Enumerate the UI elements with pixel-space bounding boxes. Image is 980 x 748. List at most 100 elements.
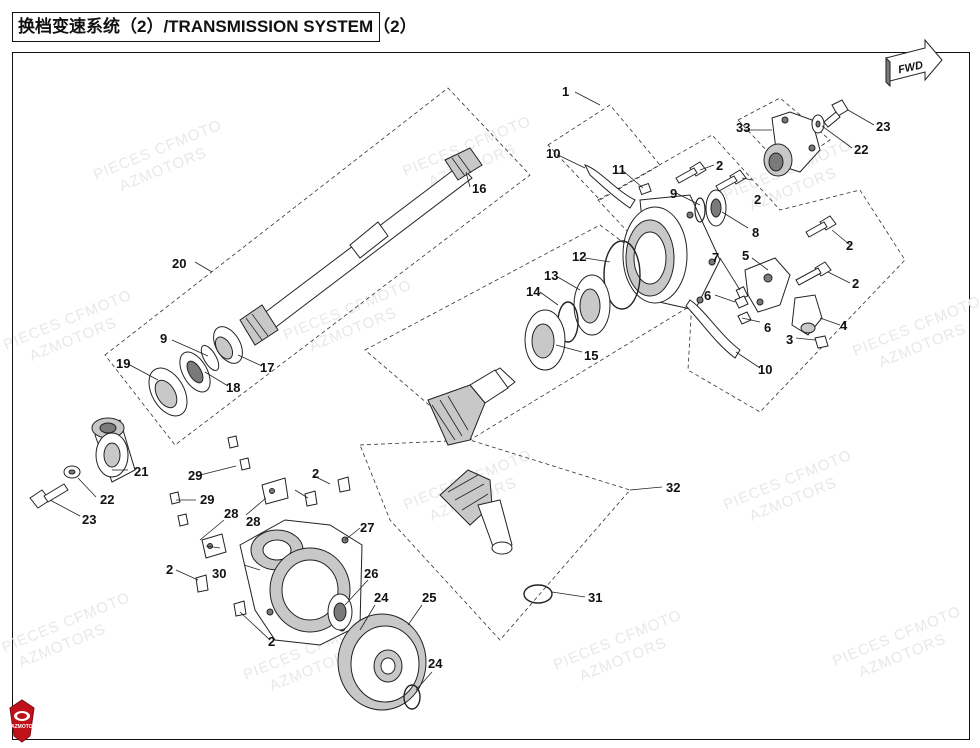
seal-18 <box>179 351 211 393</box>
logo-text: AZMOTORS <box>11 724 40 730</box>
fwd-label: FWD <box>897 59 924 76</box>
callouts: 1 2 2 2 2 2 2 2 3 4 5 6 6 7 8 9 9 10 10 … <box>82 84 890 671</box>
group-box-1 <box>597 134 906 413</box>
callout-2f: 2 <box>166 562 173 577</box>
callout-19: 19 <box>116 356 130 371</box>
callout-11: 11 <box>612 162 626 177</box>
callout-7: 7 <box>712 250 719 265</box>
circlip-9-right <box>694 197 706 223</box>
callout-9a: 9 <box>160 331 167 346</box>
callout-20: 20 <box>172 256 186 271</box>
callout-9b: 9 <box>670 186 677 201</box>
bolt-29-a <box>227 435 239 449</box>
callout-1: 1 <box>562 84 569 99</box>
callout-33: 33 <box>736 120 750 135</box>
callout-18: 18 <box>226 380 240 395</box>
callout-3: 3 <box>786 332 793 347</box>
o-ring-12 <box>603 240 641 310</box>
bracket-28-b <box>261 477 289 505</box>
bolt-3 <box>814 335 829 349</box>
callout-25: 25 <box>422 590 436 605</box>
callout-32: 32 <box>666 480 680 495</box>
bolt-2-b <box>715 169 747 192</box>
ring-gear-25 <box>337 613 427 711</box>
bearing-19 <box>148 367 188 417</box>
bolt-2-e <box>195 574 209 593</box>
callout-24a: 24 <box>374 590 389 605</box>
circlip-31 <box>523 584 553 604</box>
bolt-6-b <box>737 311 752 325</box>
bearing-15 <box>524 309 566 371</box>
bolt-6-a <box>734 295 749 309</box>
actuator-4 <box>791 294 823 336</box>
flange-33 <box>763 111 821 177</box>
washer-26 <box>327 593 353 631</box>
bolt-2-d <box>795 261 832 286</box>
callout-12: 12 <box>572 249 586 264</box>
output-shaft <box>239 147 483 346</box>
callout-2b: 2 <box>754 192 761 207</box>
bolt-2-f <box>233 600 247 617</box>
callout-22a: 22 <box>100 492 114 507</box>
bearing-13 <box>573 274 611 336</box>
clip-10-top <box>584 164 636 209</box>
bolt-29-c <box>169 491 181 505</box>
callout-5: 5 <box>742 248 749 263</box>
callout-23a: 23 <box>82 512 96 527</box>
callout-23b: 23 <box>876 119 890 134</box>
bolt-2-c <box>805 215 837 238</box>
callout-22b: 22 <box>854 142 868 157</box>
bolt-29-b <box>239 457 251 471</box>
callout-29b: 29 <box>200 492 214 507</box>
diagram-frame <box>12 52 970 740</box>
washer-22-left <box>63 465 81 479</box>
callout-8: 8 <box>752 225 759 240</box>
gearbox-housing <box>622 194 721 311</box>
callout-4: 4 <box>840 318 848 333</box>
callout-2c: 2 <box>846 238 853 253</box>
bolt-29-d <box>177 513 189 527</box>
washer-22-right <box>811 114 825 134</box>
leader-lines <box>49 91 875 691</box>
callout-27: 27 <box>360 520 374 535</box>
callout-16: 16 <box>472 181 486 196</box>
callout-31: 31 <box>588 590 602 605</box>
bolt-23-right <box>823 99 849 128</box>
group-box-20 <box>104 87 531 446</box>
callout-2a: 2 <box>716 158 723 173</box>
callout-24b: 24 <box>428 656 443 671</box>
azmotors-logo: AZMOTORS <box>9 699 40 743</box>
callout-10b: 10 <box>758 362 772 377</box>
callout-6b: 6 <box>764 320 771 335</box>
callout-2e: 2 <box>312 466 319 481</box>
circlip-24-bottom <box>403 684 421 710</box>
callout-21: 21 <box>134 464 148 479</box>
bracket-5 <box>744 257 791 313</box>
callout-10a: 10 <box>546 146 560 161</box>
bolts-lower <box>169 435 351 617</box>
flange-21 <box>91 417 136 483</box>
bearing-17 <box>213 326 243 364</box>
bolt-2-h <box>304 490 318 507</box>
callout-15: 15 <box>584 348 598 363</box>
callout-30: 30 <box>212 566 226 581</box>
group-box-1-top <box>547 104 661 201</box>
bolt-2-g <box>337 476 351 493</box>
bolt-2-a <box>675 161 707 184</box>
callout-6a: 6 <box>704 288 711 303</box>
pin-11 <box>638 182 652 196</box>
callout-2g: 2 <box>268 634 275 649</box>
bolt-23-left <box>29 483 69 509</box>
callout-28a: 28 <box>224 506 238 521</box>
callout-29a: 29 <box>188 468 202 483</box>
callout-26: 26 <box>364 566 378 581</box>
clip-10-bottom <box>685 299 741 359</box>
group-box-13-15 <box>364 224 701 441</box>
callout-14: 14 <box>526 284 541 299</box>
bearing-8 <box>705 189 727 227</box>
callout-2d: 2 <box>852 276 859 291</box>
callout-17: 17 <box>260 360 274 375</box>
callout-13: 13 <box>544 268 558 283</box>
